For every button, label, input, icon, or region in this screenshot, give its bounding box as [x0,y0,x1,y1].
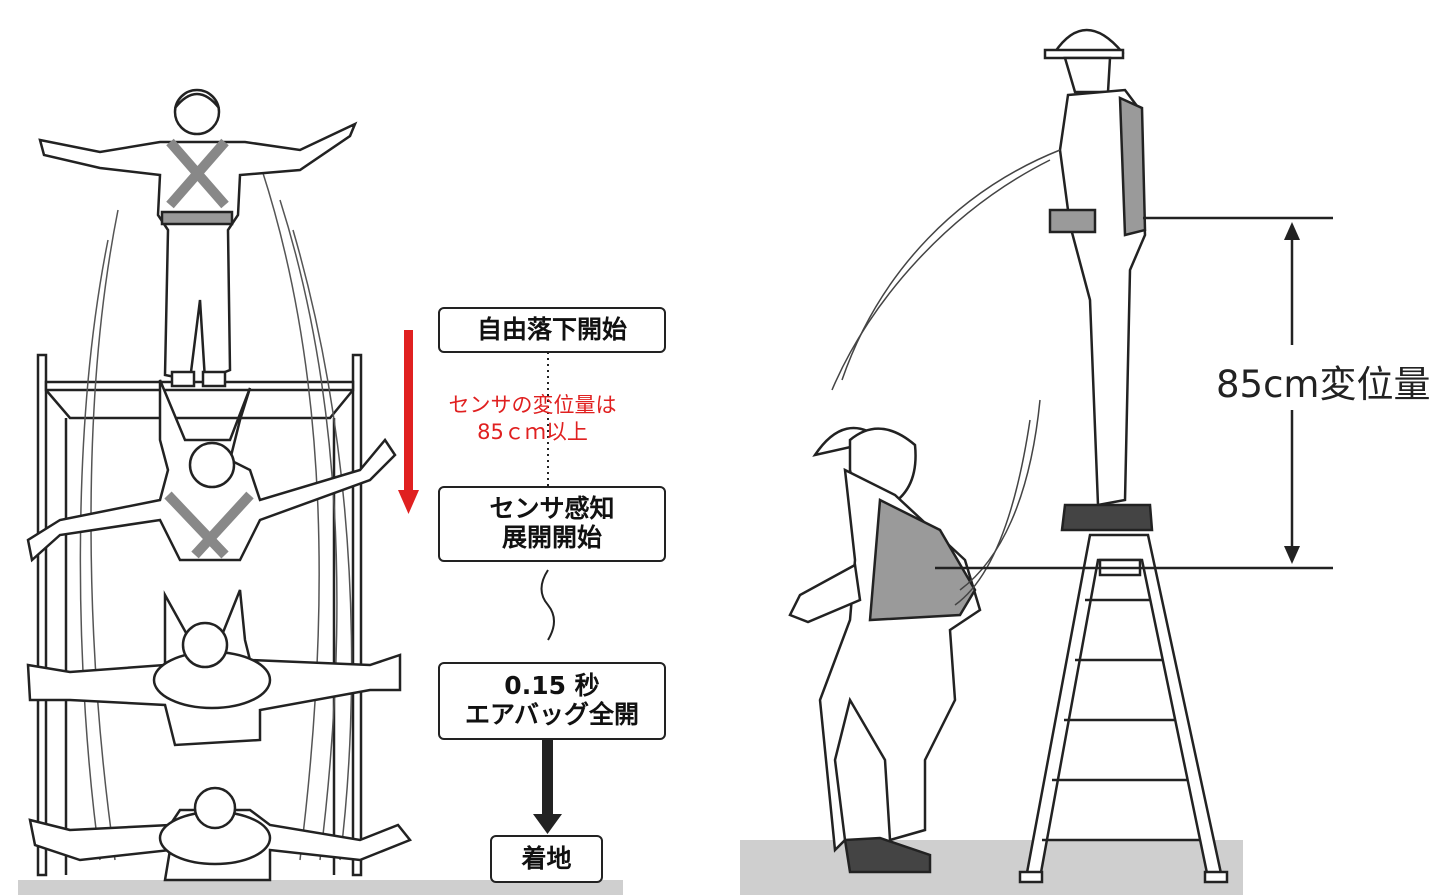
step-airbag-box: 0.15 秒 エアバッグ全開 [438,662,666,740]
right-ground [740,840,1243,895]
standing-worker [1043,28,1154,532]
step-landing-label: 着地 [521,843,572,873]
displacement-label: 85cm変位量 [1216,363,1431,406]
stepladder [1018,533,1229,884]
step-airbag-line2: エアバッグ全開 [464,700,639,729]
left-ground [18,880,623,895]
wave-separator-icon [540,569,555,641]
step-landing-box: 着地 [490,835,603,883]
step-sensor-line1: センサ感知 [489,494,615,524]
step-free-fall-label: 自由落下開始 [476,314,627,344]
falling-worker-4 [28,786,413,882]
fall-trajectory-lines [831,149,1061,606]
step-free-fall-box: 自由落下開始 [438,307,666,353]
red-down-arrow-icon [398,330,419,514]
sensor-threshold-note: センサの変位量は 85ｃｍ以上 [420,392,645,447]
falling-worker-2 [26,379,397,563]
displacement-measure [935,216,1333,570]
step-sensor-box: センサ感知 展開開始 [438,486,666,562]
falling-worker-3 [26,589,402,747]
step-sensor-line2: 展開開始 [501,523,602,552]
crouching-worker [788,426,982,874]
sensor-note-line2: 85ｃｍ以上 [477,420,588,445]
black-down-arrow-icon [533,740,562,834]
sensor-note-line1: センサの変位量は [448,393,617,417]
falling-worker-1 [38,88,358,388]
step-airbag-line1: 0.15 秒 [504,671,600,701]
